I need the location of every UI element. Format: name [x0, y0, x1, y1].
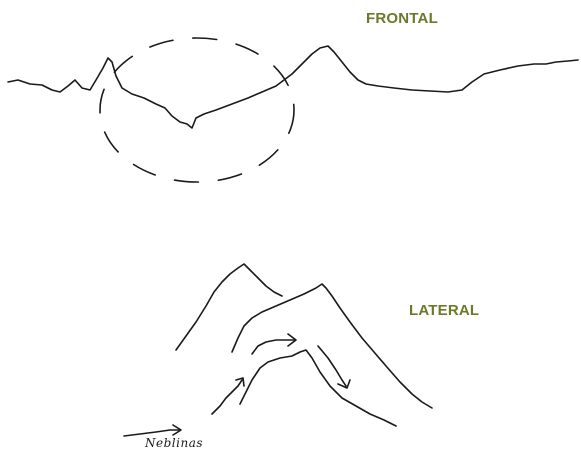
- flow-arrow-ridge: [252, 340, 294, 354]
- dashed-circle: [100, 38, 294, 182]
- flow-arrow-descent: [318, 346, 346, 386]
- lateral-view: [124, 264, 432, 436]
- frontal-label: FRONTAL: [366, 10, 438, 27]
- back-peak-line: [176, 264, 282, 350]
- fog-caption: Neblinas: [145, 436, 203, 450]
- front-peak-inner-line: [240, 350, 396, 426]
- front-peak-upper-line: [232, 284, 432, 408]
- frontal-view: [8, 38, 578, 182]
- lateral-label: LATERAL: [409, 302, 479, 319]
- flow-arrow-slope: [212, 380, 242, 414]
